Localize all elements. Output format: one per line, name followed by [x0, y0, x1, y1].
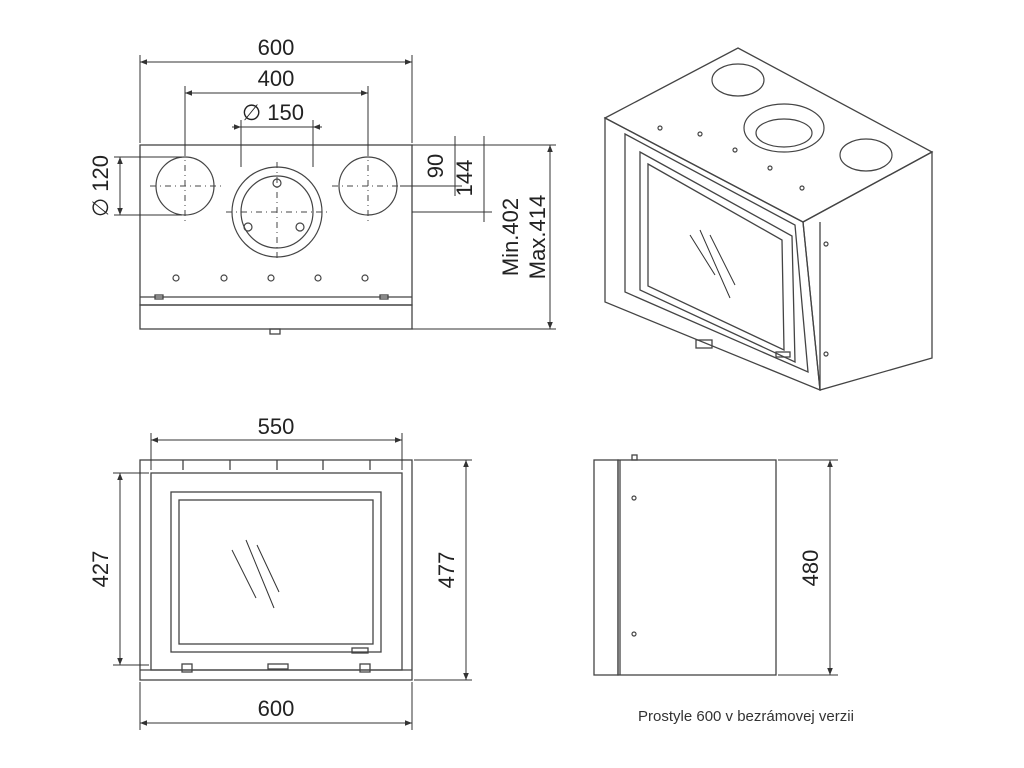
iso-flue-outer [743, 103, 825, 153]
iso-glass-reflection-1 [689, 234, 716, 276]
screw-5 [361, 274, 369, 282]
iso-screw-4 [767, 165, 773, 171]
diameter-symbol-120: ∅ [88, 198, 113, 217]
screw-3 [267, 274, 275, 282]
dim-label-90: 90 [423, 154, 448, 178]
flue-screw-left [243, 222, 253, 232]
iso-glass-reflection-3 [709, 234, 736, 286]
iso-glass [647, 162, 785, 352]
side-screw-top [631, 495, 637, 501]
isometric-view [603, 47, 934, 392]
top-view-bracket-right [379, 294, 389, 300]
front-foot-left [181, 663, 193, 673]
screw-4 [314, 274, 322, 282]
top-view-base-plate [139, 304, 413, 330]
dim-label-600-top: 600 [258, 35, 295, 60]
dim-label-150: ∅ 150 [242, 100, 304, 125]
caption: Prostyle 600 v bezrámovej verzii [638, 708, 854, 725]
dim-label-600-bottom: 600 [258, 696, 295, 721]
front-glass-outer [170, 491, 382, 653]
top-view-bracket-left [154, 294, 164, 300]
dim-value-150: 150 [267, 100, 304, 125]
iso-door [639, 150, 796, 364]
side-view: 480 [593, 454, 838, 676]
side-top-tab [631, 454, 638, 461]
side-screw-bottom [631, 631, 637, 637]
dim-label-max-414: Max.414 [525, 195, 550, 279]
screw-2 [220, 274, 228, 282]
iso-hole-right [839, 138, 893, 172]
front-foot-right [359, 663, 371, 673]
iso-side-screw-2 [823, 351, 829, 357]
iso-side-screw-1 [823, 241, 829, 247]
dim-label-550: 550 [258, 414, 295, 439]
iso-logo [775, 351, 791, 358]
top-view-outline [139, 144, 413, 306]
top-view-base-knob [269, 328, 281, 335]
iso-glass-reflection-2 [699, 229, 731, 299]
screw-1 [172, 274, 180, 282]
diameter-symbol-150: ∅ [242, 100, 261, 125]
iso-screw-2 [697, 131, 703, 137]
dim-label-min-402: Min.402 [498, 198, 523, 276]
dim-label-144: 144 [452, 160, 477, 197]
flue-screw-right [295, 222, 305, 232]
iso-screw-5 [799, 185, 805, 191]
top-view: 600 400 ∅ 150 ∅ 120 90 144 Min.402 Max.4… [88, 35, 556, 335]
front-view: 550 427 477 600 [88, 414, 472, 730]
front-glass-reflection-2 [245, 539, 275, 609]
front-handle [267, 663, 289, 670]
iso-screw-1 [657, 125, 663, 131]
dim-label-400: 400 [258, 66, 295, 91]
front-door-frame [150, 472, 403, 671]
dim-value-120: 120 [88, 155, 113, 192]
dim-label-480: 480 [798, 550, 823, 587]
side-front-frame [593, 459, 619, 676]
iso-front-inner [624, 132, 809, 374]
iso-screw-3 [732, 147, 738, 153]
iso-top-face [603, 47, 934, 223]
iso-front-frame [604, 116, 821, 392]
iso-hole-left [711, 63, 765, 97]
dim-label-427: 427 [88, 551, 113, 588]
front-logo [351, 647, 369, 654]
iso-side-face [802, 150, 933, 391]
side-body [617, 459, 777, 676]
front-glass-reflection-3 [256, 544, 280, 593]
front-glass [178, 499, 374, 645]
front-glass-reflection-1 [231, 549, 257, 599]
dim-label-477: 477 [434, 552, 459, 589]
iso-flue-inner [755, 118, 813, 148]
front-outer-frame [139, 459, 413, 681]
iso-handle [695, 339, 713, 349]
dim-label-120: ∅ 120 [88, 155, 113, 217]
